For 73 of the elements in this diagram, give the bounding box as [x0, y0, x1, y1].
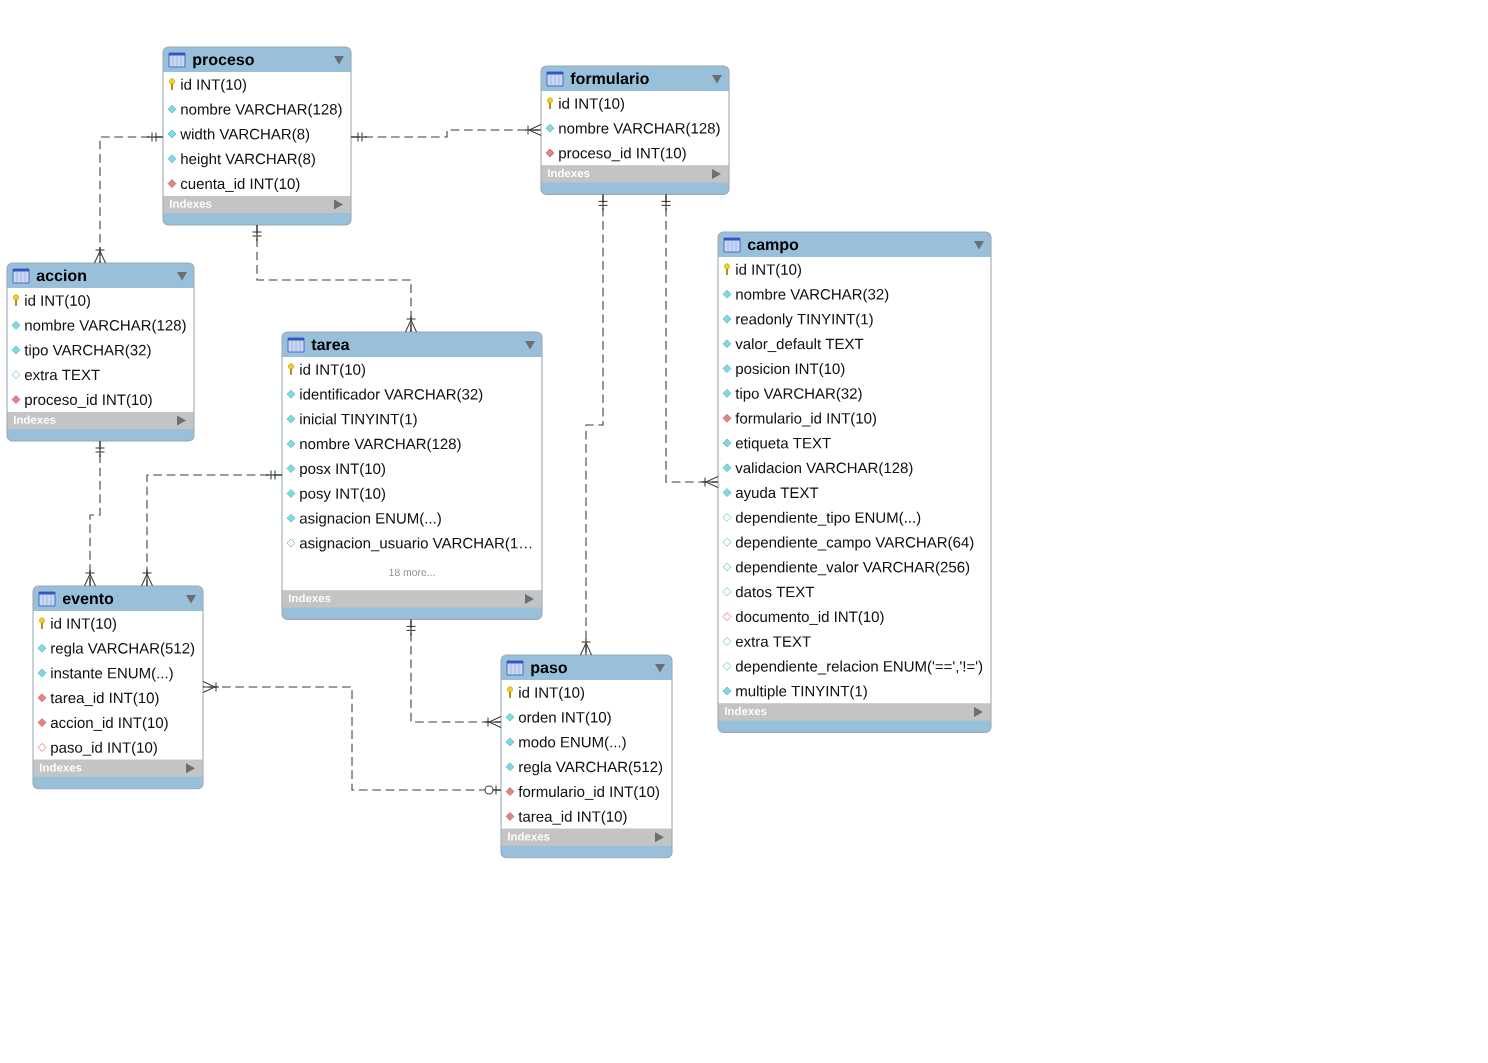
more-columns-note: 18 more... [389, 568, 435, 576]
relationship-line [202, 680, 502, 796]
column-name: proceso_id INT(10) [559, 147, 686, 162]
column-name: instante ENUM(...) [51, 667, 173, 682]
column-name: inicial TINYINT(1) [300, 413, 417, 428]
relationship-line [83, 440, 106, 587]
column-name: modo ENUM(...) [519, 736, 626, 751]
column-name: readonly TINYINT(1) [736, 313, 873, 328]
column-name: regla VARCHAR(512) [519, 761, 663, 776]
column-name: dependiente_campo VARCHAR(64) [735, 536, 974, 551]
column-name: tipo VARCHAR(32) [24, 344, 151, 359]
relationship-line [251, 224, 418, 333]
relationship-line [350, 123, 542, 143]
column-name: posicion INT(10) [736, 363, 845, 377]
column-name: accion_id INT(10) [50, 717, 168, 731]
table-title: proceso [193, 56, 254, 69]
indexes-bar: Indexes [7, 412, 194, 429]
indexes-bar: Indexes [541, 165, 729, 183]
column-name: height VARCHAR(8) [181, 153, 315, 168]
relationship-line [93, 131, 164, 264]
indexes-bar: Indexes [718, 703, 991, 721]
column-name: formulario_id INT(10) [518, 786, 659, 800]
relationship-line [140, 469, 283, 587]
column-name: datos TEXT [735, 586, 815, 598]
table-title: evento [62, 593, 114, 605]
column-name: tarea_id INT(10) [518, 810, 627, 825]
column-name: width VARCHAR(8) [180, 128, 310, 143]
column-name: extra TEXT [24, 369, 100, 381]
column-name: validacion VARCHAR(128) [735, 462, 913, 477]
column-name: id INT(10) [51, 617, 116, 632]
table-title: campo [747, 241, 799, 254]
column-name: dependiente_tipo ENUM(...) [735, 511, 921, 526]
column-name: id INT(10) [25, 294, 90, 309]
column-name: etiqueta TEXT [735, 437, 831, 452]
column-name: id INT(10) [519, 686, 584, 701]
column-name: dependiente_valor VARCHAR(256) [735, 561, 970, 576]
column-name: id INT(10) [559, 97, 624, 112]
column-name: identificador VARCHAR(32) [300, 388, 483, 403]
column-name: id INT(10) [736, 263, 801, 278]
column-name: nombre VARCHAR(128) [25, 319, 186, 334]
table-title: formulario [570, 72, 649, 85]
column-name: cuenta_id INT(10) [180, 178, 300, 192]
column-name: extra TEXT [735, 636, 811, 647]
column-name: nombre VARCHAR(128) [300, 438, 461, 453]
relationship-line [405, 618, 502, 729]
column-name: posy INT(10) [300, 487, 385, 502]
column-name: asignacion_usuario VARCHAR(1… [299, 537, 532, 552]
column-name: tarea_id INT(10) [50, 692, 159, 707]
indexes-bar: Indexes [282, 590, 542, 608]
column-name: formulario_id INT(10) [735, 412, 876, 427]
table-title: paso [531, 664, 567, 677]
column-name: id INT(10) [300, 363, 365, 378]
column-name: asignacion ENUM(...) [299, 512, 441, 527]
column-name: nombre VARCHAR(128) [181, 103, 342, 118]
column-name: valor_default TEXT [735, 338, 864, 353]
column-name: documento_id INT(10) [735, 611, 884, 625]
relationship-line [579, 193, 609, 656]
column-name: ayuda TEXT [735, 487, 819, 501]
indexes-bar: Indexes [163, 196, 351, 213]
column-name: dependiente_relacion ENUM('==','!=') [735, 660, 983, 675]
relationship-line [660, 193, 719, 489]
table-title: tarea [311, 339, 350, 351]
column-name: tipo VARCHAR(32) [735, 387, 862, 402]
column-name: nombre VARCHAR(128) [559, 122, 720, 137]
column-name: orden INT(10) [518, 711, 611, 726]
column-name: multiple TINYINT(1) [736, 685, 867, 700]
column-name: proceso_id INT(10) [25, 394, 152, 408]
column-name: regla VARCHAR(512) [51, 642, 195, 657]
column-name: nombre VARCHAR(32) [736, 288, 889, 303]
column-name: id INT(10) [181, 78, 246, 93]
column-name: posx INT(10) [300, 463, 385, 477]
table-title: accion [36, 269, 86, 282]
column-name: paso_id INT(10) [51, 741, 157, 756]
